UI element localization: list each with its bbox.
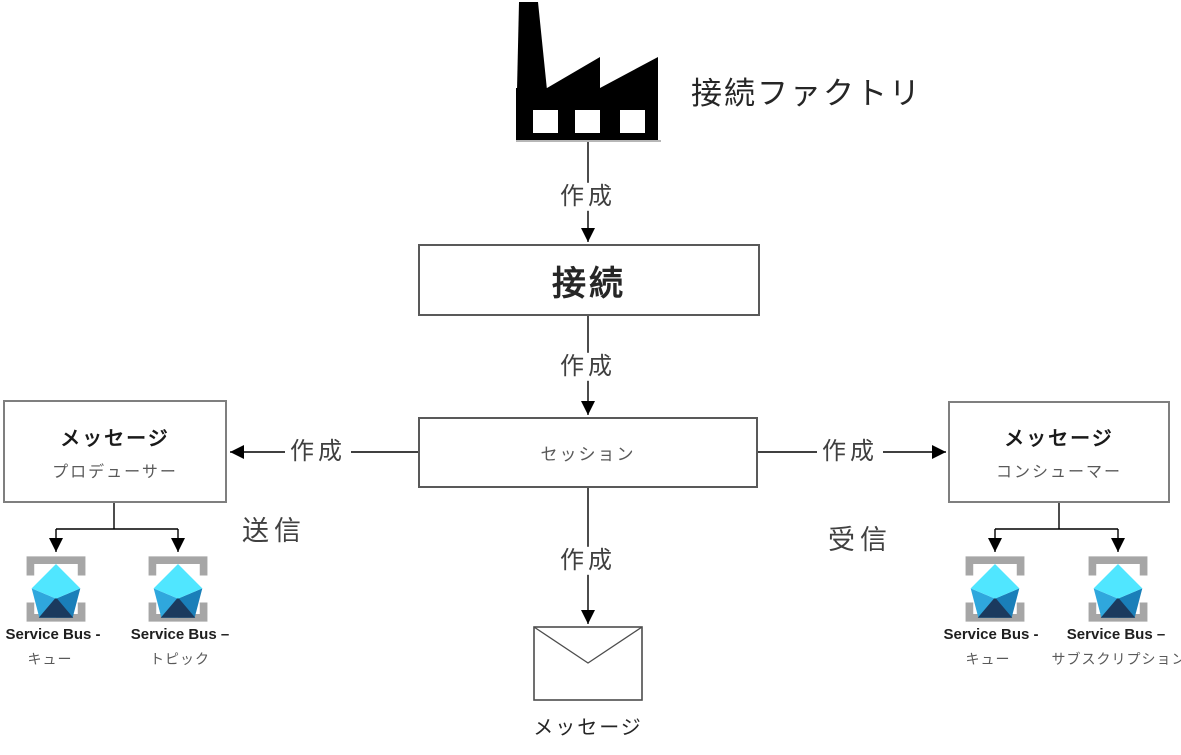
producer-box-subtitle: プロデューサー: [52, 463, 178, 481]
consumer-box-subtitle: コンシューマー: [995, 464, 1122, 481]
service-bus-queue-right-sublabel: キュー: [965, 651, 1011, 667]
service-bus-subscription-label: Service Bus –: [1066, 626, 1166, 643]
consumer-box: メッセージ コンシューマー: [948, 401, 1170, 503]
service-bus-topic-icon: [148, 556, 208, 622]
edge-create-label-connection: 作成: [555, 352, 621, 382]
envelope-icon: [533, 626, 643, 701]
service-bus-topic-label: Service Bus –: [130, 626, 230, 643]
service-bus-subscription-sublabel: サブスクリプション: [1051, 651, 1181, 667]
session-box: セッション: [418, 417, 758, 488]
factory-label: 接続ファクトリ: [691, 76, 922, 111]
service-bus-queue-right-label: Service Bus -: [943, 626, 1039, 643]
consumer-box-title: メッセージ: [1004, 428, 1114, 450]
connection-box-label: 接続: [552, 264, 626, 303]
service-bus-queue-right-icon: [965, 556, 1025, 622]
service-bus-topic-sublabel: トピック: [150, 651, 210, 667]
edge-create-label-message: 作成: [555, 546, 621, 576]
edge-create-label-consumer: 作成: [817, 437, 883, 467]
factory-icon: [516, 2, 658, 140]
send-label: 送信: [242, 516, 306, 547]
service-bus-queue-left-icon: [26, 556, 86, 622]
edge-create-label-factory: 作成: [555, 182, 621, 212]
producer-box: メッセージ プロデューサー: [3, 400, 227, 503]
service-bus-queue-left-sublabel: キュー: [27, 651, 73, 667]
service-bus-queue-left-label: Service Bus -: [5, 626, 101, 643]
connection-box: 接続: [418, 244, 760, 316]
session-box-label: セッション: [540, 445, 636, 464]
edge-create-label-producer: 作成: [285, 437, 351, 467]
message-label: メッセージ: [533, 717, 643, 739]
receive-label: 受信: [828, 525, 892, 556]
producer-box-title: メッセージ: [60, 427, 170, 450]
service-bus-subscription-icon: [1088, 556, 1148, 622]
